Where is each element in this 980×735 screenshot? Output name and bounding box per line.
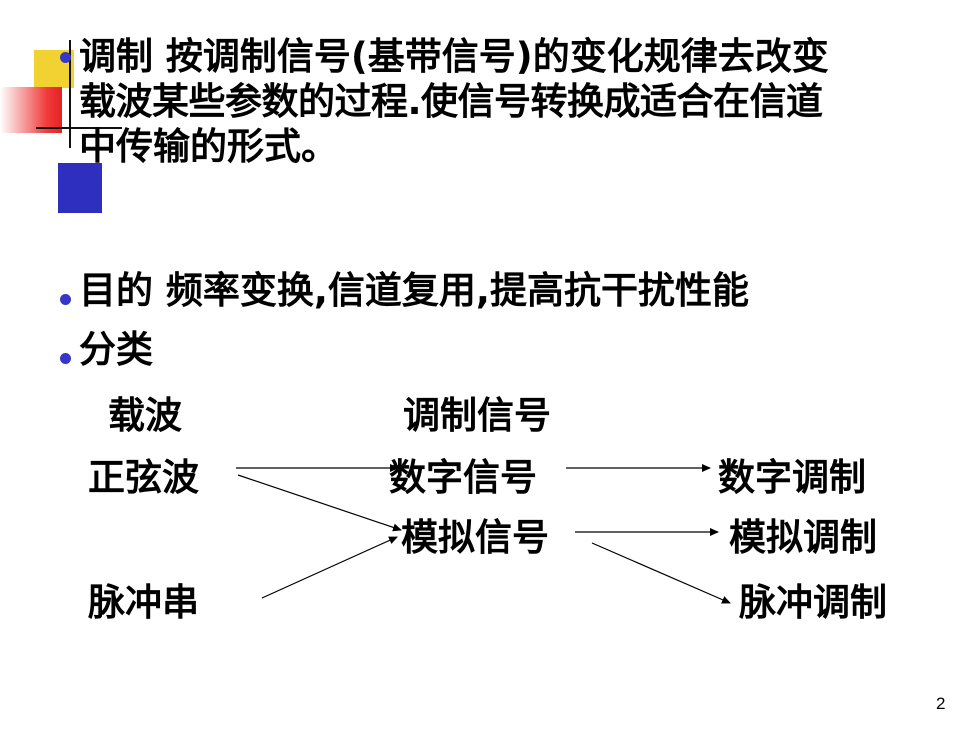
carrier-pulse: 脉冲串 — [88, 581, 199, 624]
carrier-header: 载波 — [108, 394, 182, 437]
signal-digital: 数字信号 — [389, 456, 537, 499]
carrier-sine: 正弦波 — [88, 456, 199, 499]
decor-red-gradient-bar — [0, 87, 62, 133]
classification-text: 分类 — [79, 328, 153, 371]
bullet-dot-icon — [60, 52, 71, 63]
result-digital-modulation: 数字调制 — [718, 456, 866, 499]
definition-line-3: 中传输的形式。 — [79, 125, 338, 168]
arrow-analog-to-pulse-modulation — [591, 542, 731, 604]
arrow-pulse-to-analog — [261, 536, 398, 599]
page-number: 2 — [936, 694, 946, 713]
result-analog-modulation: 模拟调制 — [729, 516, 877, 559]
bullet-dot-icon — [60, 294, 71, 305]
definition-paragraph: 调制 按调制信号(基带信号)的变化规律去改变 载波某些参数的过程.使信号转换成适… — [79, 34, 969, 169]
definition-line-2: 载波某些参数的过程.使信号转换成适合在信道 — [79, 80, 823, 123]
result-pulse-modulation: 脉冲调制 — [739, 581, 887, 624]
purpose-text: 目的 频率变换,信道复用,提高抗干扰性能 — [79, 269, 749, 312]
decor-vertical-line — [69, 40, 71, 148]
decor-horizontal-line — [36, 127, 122, 129]
arrow-sine-to-analog — [237, 474, 402, 532]
decor-blue-square — [58, 163, 102, 213]
signal-header: 调制信号 — [403, 394, 551, 437]
definition-line-1: 调制 按调制信号(基带信号)的变化规律去改变 — [79, 35, 829, 78]
signal-analog: 模拟信号 — [401, 516, 549, 559]
bullet-dot-icon — [60, 353, 71, 364]
